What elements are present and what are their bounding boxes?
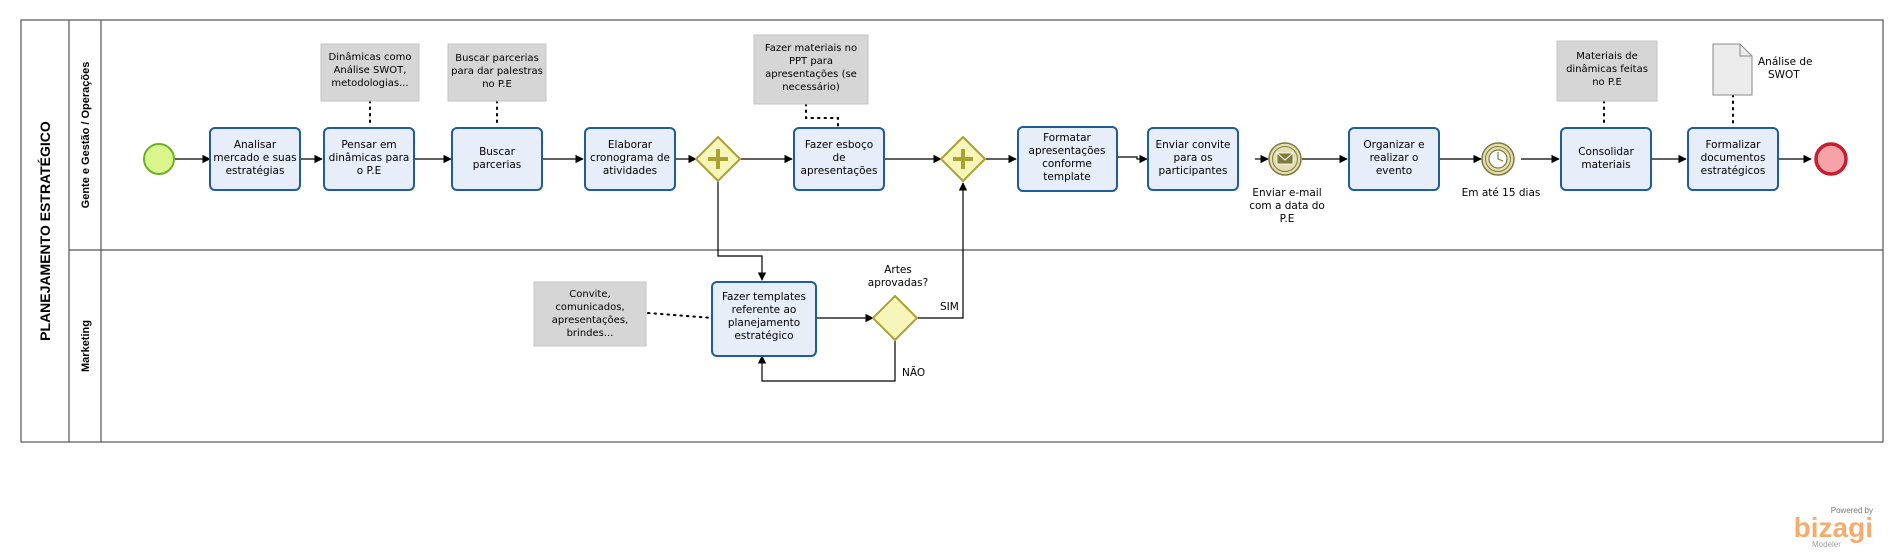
pool-title: PLANEJAMENTO ESTRATÉGICO <box>37 121 53 341</box>
lane-title-marketing: Marketing <box>80 320 92 372</box>
message-event <box>1268 142 1302 176</box>
svg-text:bizagi: bizagi <box>1794 512 1873 543</box>
parallel-gateway-join <box>939 135 987 183</box>
associations <box>369 94 1734 319</box>
decision-yes-label: SIM <box>940 301 959 313</box>
decision-no-label: NÃO <box>902 366 925 379</box>
bizagi-logo: Powered by bizagi Modeler <box>1794 506 1873 549</box>
end-event <box>1814 142 1848 176</box>
annotation-convite: Convite,comunicados,apresentações,brinde… <box>533 281 647 347</box>
svg-text:Powered by: Powered by <box>1831 506 1873 515</box>
parallel-gateway-split <box>694 135 742 183</box>
sequence-flows <box>175 154 1812 382</box>
document-icon <box>1712 43 1753 96</box>
exclusive-gateway <box>871 294 919 342</box>
start-event <box>143 143 175 175</box>
svg-text:Convite,comunicados,apresentaç: Convite,comunicados,apresentações,brinde… <box>552 289 628 339</box>
timer-event-label: Em até 15 dias <box>1462 187 1541 199</box>
timer-event <box>1481 142 1515 176</box>
svg-text:Modeler: Modeler <box>1812 540 1841 549</box>
lane-title-gente-gestao: Gente e Gestão / Operações <box>80 62 92 209</box>
